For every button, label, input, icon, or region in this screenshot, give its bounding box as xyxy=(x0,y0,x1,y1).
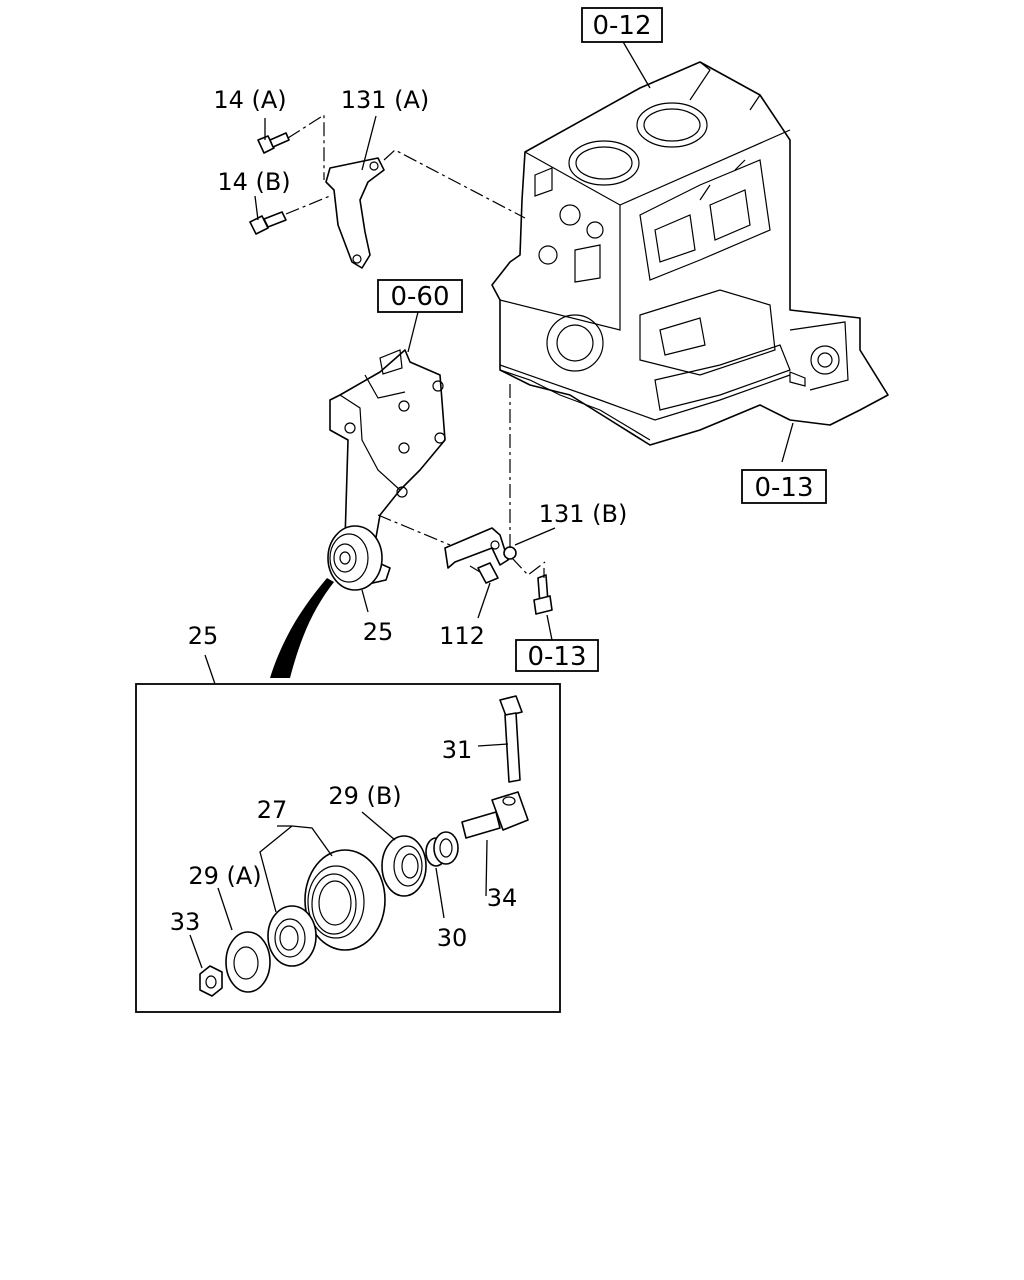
label-33: 33 xyxy=(170,908,201,936)
label-14a: 14 (A) xyxy=(213,86,286,114)
svg-text:0-13: 0-13 xyxy=(527,642,586,672)
bracket-131a xyxy=(325,157,385,269)
label-30: 30 xyxy=(437,924,468,952)
svg-text:0-13: 0-13 xyxy=(754,473,813,503)
part-27-bearing xyxy=(267,905,317,967)
ref-box-0-12[interactable]: 0-12 xyxy=(581,7,663,43)
bolt-0-13 xyxy=(533,574,553,615)
bolt-14b xyxy=(249,211,287,235)
part-33-nut xyxy=(199,965,223,997)
bolt-14a xyxy=(257,132,290,154)
label-131a: 131 (A) xyxy=(341,86,430,114)
label-131b: 131 (B) xyxy=(539,500,628,528)
label-29a: 29 (A) xyxy=(188,862,261,890)
part-29b-bearing xyxy=(381,835,427,897)
svg-text:0-60: 0-60 xyxy=(390,282,449,312)
bracket-131b xyxy=(444,527,517,569)
bolt-112 xyxy=(469,562,499,584)
part-29a-washer xyxy=(225,931,271,993)
part-34-bolt xyxy=(461,791,529,839)
engine-block xyxy=(491,61,889,446)
label-27: 27 xyxy=(257,796,288,824)
part-27-pulley xyxy=(304,849,386,951)
label-31: 31 xyxy=(442,736,473,764)
label-14b: 14 (B) xyxy=(217,168,290,196)
ref-box-0-13-bolt[interactable]: 0-13 xyxy=(515,639,599,672)
label-25-bracket: 25 xyxy=(363,618,394,646)
svg-text:0-12: 0-12 xyxy=(592,11,651,41)
label-29b: 29 (B) xyxy=(328,782,401,810)
idler-pulley xyxy=(327,525,383,591)
ref-box-0-13-engine[interactable]: 0-13 xyxy=(741,469,827,504)
label-25-detail: 25 xyxy=(188,622,219,650)
label-34: 34 xyxy=(487,884,518,912)
part-31-bolt xyxy=(499,695,523,783)
detail-pointer xyxy=(270,578,334,678)
part-30-bushing xyxy=(425,831,459,867)
ref-box-0-60[interactable]: 0-60 xyxy=(377,279,463,313)
label-112: 112 xyxy=(439,622,485,650)
detail-box xyxy=(135,683,561,1013)
